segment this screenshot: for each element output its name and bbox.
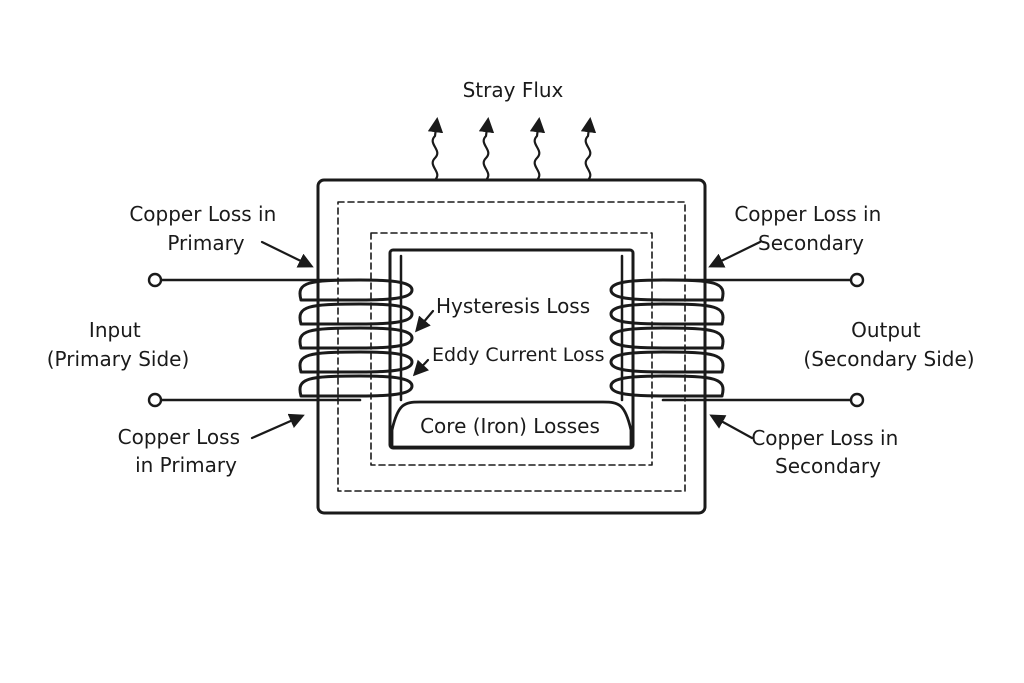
copper-loss-secondary-top-label: Copper Loss in Secondary <box>734 202 887 255</box>
stray-flux-arrow-3 <box>529 116 546 182</box>
stray-flux-arrow-2 <box>478 116 495 182</box>
secondary-terminal-top <box>849 272 865 288</box>
stray-flux-arrow-1 <box>427 116 444 182</box>
primary-terminal-top <box>147 272 163 288</box>
output-label: Output (Secondary Side) <box>803 318 974 371</box>
stray-flux-arrows <box>427 116 597 182</box>
copper-loss-primary-top-label: Copper Loss in Primary <box>129 202 282 255</box>
arrow-hysteresis <box>415 309 435 333</box>
eddy-current-loss-label: Eddy Current Loss <box>432 344 604 366</box>
copper-loss-secondary-bottom-label: Copper Loss in Secondary <box>751 426 904 478</box>
copper-loss-primary-bottom-label: Copper Loss in Primary <box>118 425 247 477</box>
core-losses-shape <box>390 400 633 449</box>
secondary-winding <box>609 278 725 398</box>
arrow-eddy <box>412 358 430 377</box>
input-label: Input (Primary Side) <box>47 318 190 371</box>
hysteresis-loss-label: Hysteresis Loss <box>436 294 590 318</box>
terminals <box>147 272 865 408</box>
primary-winding <box>298 278 414 398</box>
pointer-arrows <box>250 240 762 440</box>
arrow-copper-secondary-top <box>708 240 762 268</box>
primary-terminal-bottom <box>147 392 163 408</box>
terminal-leads <box>160 278 852 402</box>
arrow-copper-primary-top <box>260 240 314 268</box>
core-losses-label: Core (Iron) Losses <box>420 414 600 438</box>
stray-flux-label: Stray Flux <box>463 78 564 102</box>
secondary-terminal-bottom <box>849 392 865 408</box>
arrow-copper-primary-bottom <box>250 413 305 440</box>
arrow-copper-secondary-bottom <box>709 414 754 440</box>
stray-flux-arrow-4 <box>580 116 597 182</box>
